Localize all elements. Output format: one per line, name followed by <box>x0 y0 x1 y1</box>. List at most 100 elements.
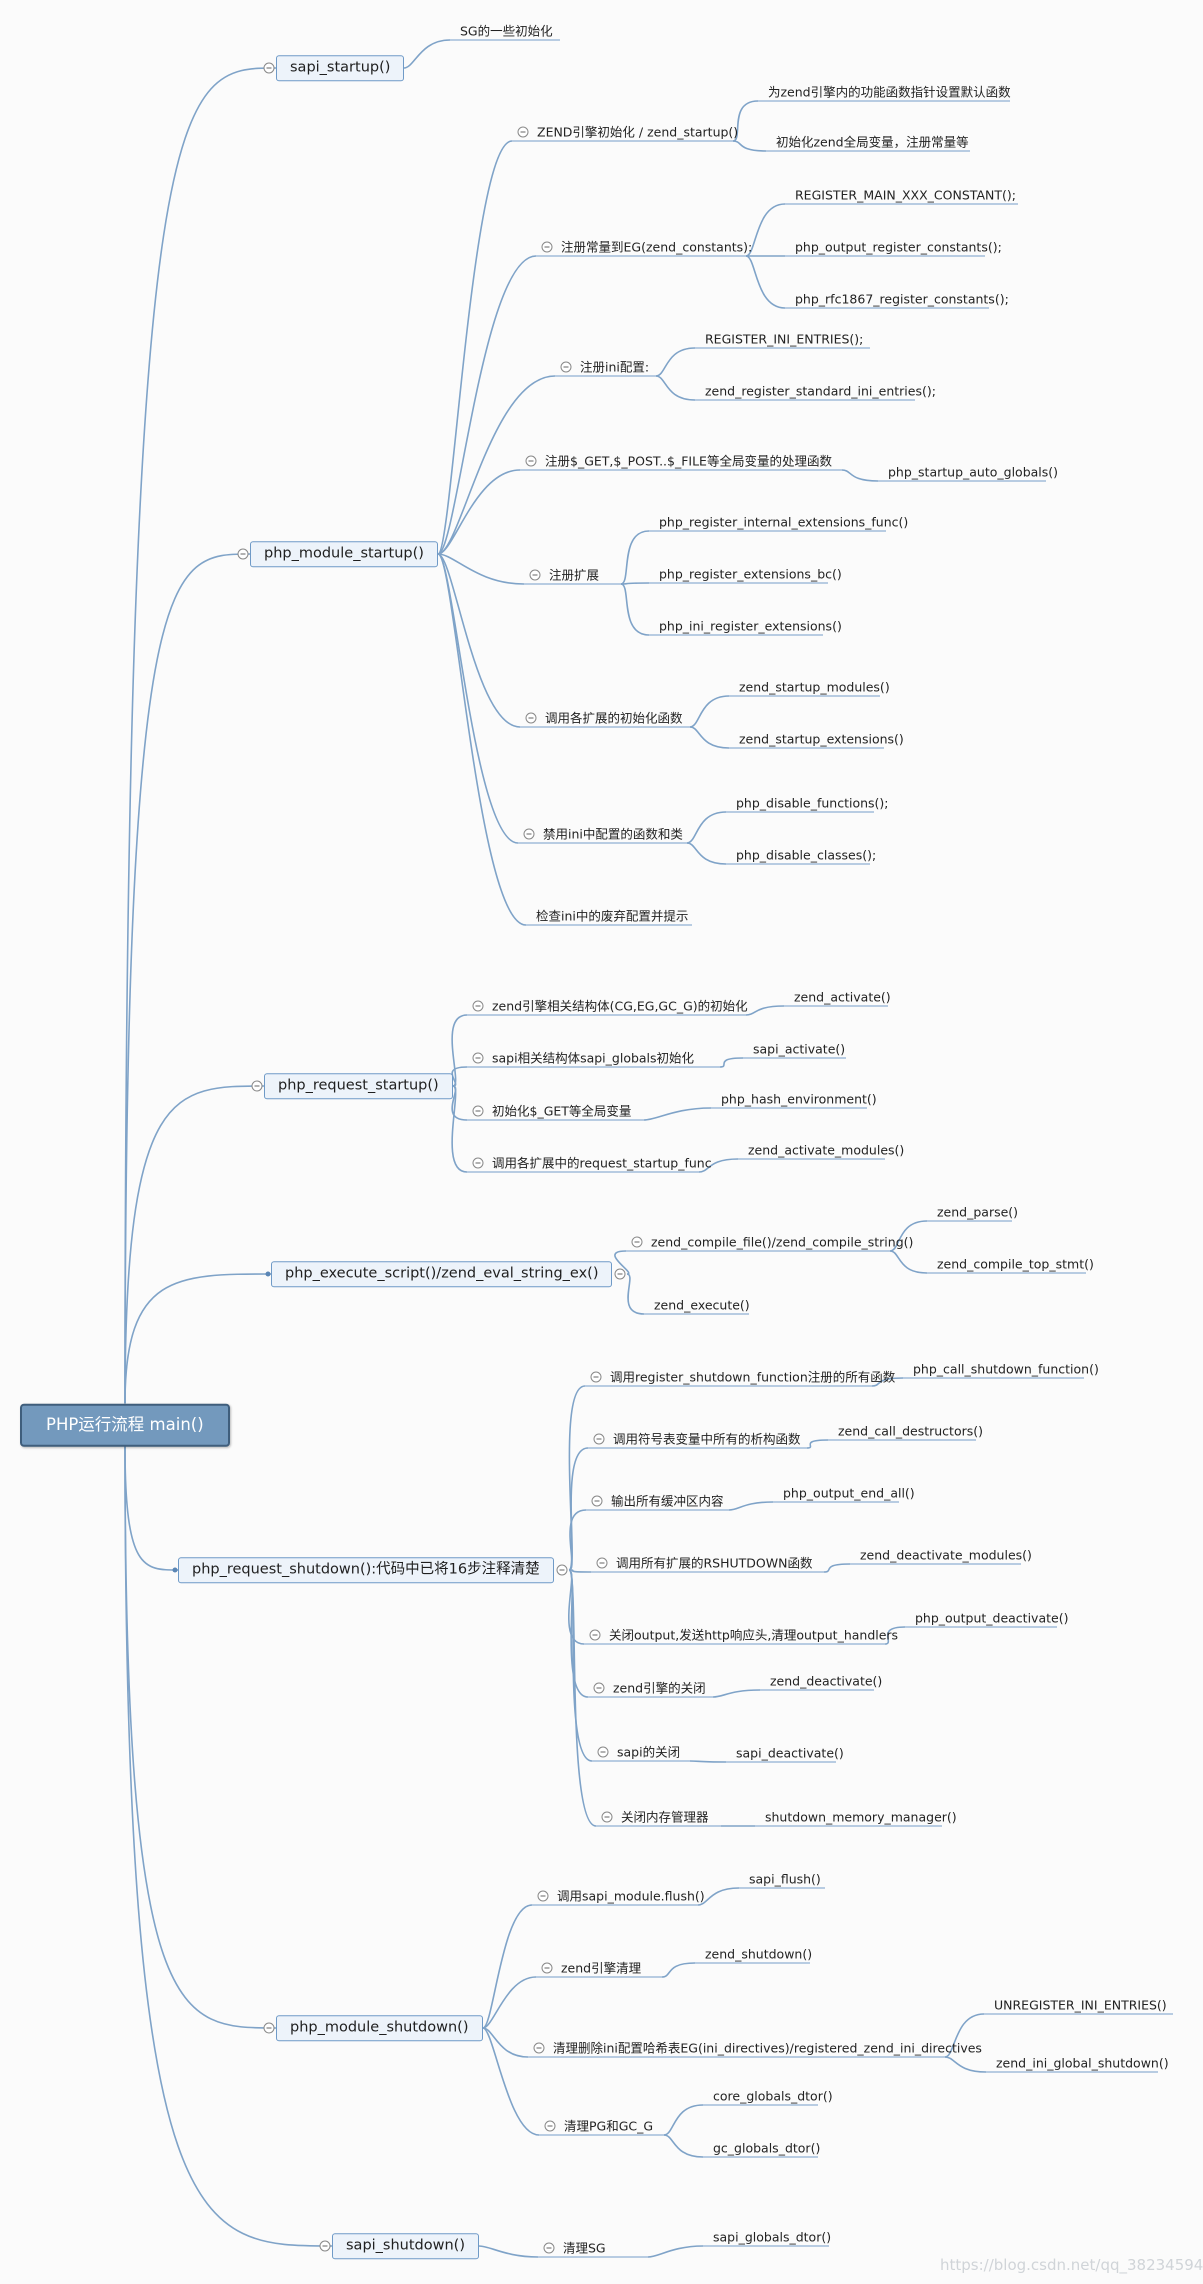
collapse-icon-2-1[interactable] <box>472 1052 484 1064</box>
leaf-4-6-0[interactable]: sapi_deactivate() <box>736 1745 844 1761</box>
collapse-icon-5[interactable] <box>263 2022 275 2034</box>
subtopic-5-3[interactable]: 清理PG和GC_G <box>564 2118 654 2134</box>
leaf-4-7-0[interactable]: shutdown_memory_manager() <box>765 1809 957 1825</box>
topic-3[interactable]: php_execute_script()/zend_eval_string_ex… <box>271 1261 613 1287</box>
collapse-icon-3[interactable] <box>614 1268 626 1280</box>
leaf-5-3-1[interactable]: gc_globals_dtor() <box>713 2140 821 2156</box>
collapse-icon-1-2[interactable] <box>560 361 572 373</box>
collapse-icon-6[interactable] <box>319 2240 331 2252</box>
leaf-5-2-0[interactable]: UNREGISTER_INI_ENTRIES() <box>994 1997 1167 2013</box>
leaf-4-5-0[interactable]: zend_deactivate() <box>770 1673 883 1689</box>
collapse-icon-4-4[interactable] <box>589 1629 601 1641</box>
collapse-icon-1-5[interactable] <box>525 712 537 724</box>
leaf-4-0-0[interactable]: php_call_shutdown_function() <box>913 1361 1099 1377</box>
collapse-icon-4-2[interactable] <box>591 1495 603 1507</box>
leaf-4-4-0[interactable]: php_output_deactivate() <box>915 1610 1069 1626</box>
subtopic-1-7[interactable]: 检查ini中的废弃配置并提示 <box>536 908 689 924</box>
leaf-2-3-0[interactable]: zend_activate_modules() <box>748 1142 905 1158</box>
root-topic[interactable]: PHP运行流程 main() <box>20 1403 230 1447</box>
leaf-1-3-0[interactable]: php_startup_auto_globals() <box>888 464 1059 480</box>
leaf-1-1-1[interactable]: php_output_register_constants(); <box>795 239 1002 255</box>
subtopic-4-6[interactable]: sapi的关闭 <box>617 1744 681 1760</box>
collapse-icon-5-1[interactable] <box>541 1962 553 1974</box>
collapse-icon-0[interactable] <box>263 62 275 74</box>
collapse-icon-5-3[interactable] <box>544 2120 556 2132</box>
collapse-icon-1-6[interactable] <box>523 828 535 840</box>
subtopic-5-2[interactable]: 清理删除ini配置哈希表EG(ini_directives)/registere… <box>553 2040 982 2056</box>
collapse-icon-2[interactable] <box>251 1080 263 1092</box>
subtopic-4-5[interactable]: zend引擎的关闭 <box>613 1680 706 1696</box>
leaf-3-0-1[interactable]: zend_compile_top_stmt() <box>937 1256 1094 1272</box>
subtopic-4-0[interactable]: 调用register_shutdown_function注册的所有函数 <box>610 1369 896 1385</box>
subtopic-4-4[interactable]: 关闭output,发送http响应头,清理output_handlers <box>609 1627 899 1643</box>
subtopic-1-3[interactable]: 注册$_GET,$_POST..$_FILE等全局变量的处理函数 <box>545 453 832 469</box>
leaf-2-0-0[interactable]: zend_activate() <box>794 989 891 1005</box>
collapse-icon-4[interactable] <box>556 1564 568 1576</box>
subtopic-4-1[interactable]: 调用符号表变量中所有的析构函数 <box>613 1431 801 1447</box>
topic-6[interactable]: sapi_shutdown() <box>332 2233 479 2259</box>
subtopic-1-5[interactable]: 调用各扩展的初始化函数 <box>545 710 683 726</box>
leaf-3-0-0[interactable]: zend_parse() <box>937 1204 1019 1220</box>
subtopic-1-0[interactable]: ZEND引擎初始化 / zend_startup() <box>537 124 739 140</box>
leaf-2-2-0[interactable]: php_hash_environment() <box>721 1091 877 1107</box>
collapse-icon-5-2[interactable] <box>533 2042 545 2054</box>
collapse-icon-2-3[interactable] <box>472 1157 484 1169</box>
collapse-icon-3-0[interactable] <box>631 1236 643 1248</box>
subtopic-2-2[interactable]: 初始化$_GET等全局变量 <box>492 1103 632 1119</box>
leaf-1-4-1[interactable]: php_register_extensions_bc() <box>659 566 842 582</box>
collapse-icon-5-0[interactable] <box>537 1890 549 1902</box>
topic-4[interactable]: php_request_shutdown():代码中已将16步注释清楚 <box>178 1557 554 1583</box>
leaf-1-1-0[interactable]: REGISTER_MAIN_XXX_CONSTANT(); <box>795 187 1016 203</box>
leaf-1-1-2[interactable]: php_rfc1867_register_constants(); <box>795 291 1009 307</box>
subtopic-0-0[interactable]: SG的一些初始化 <box>460 23 553 39</box>
collapse-icon-1-0[interactable] <box>517 126 529 138</box>
leaf-1-4-2[interactable]: php_ini_register_extensions() <box>659 618 842 634</box>
leaf-1-4-0[interactable]: php_register_internal_extensions_func() <box>659 514 909 530</box>
collapse-icon-4-5[interactable] <box>593 1682 605 1694</box>
subtopic-1-2[interactable]: 注册ini配置: <box>580 359 650 375</box>
subtopic-5-0[interactable]: 调用sapi_module.flush() <box>557 1888 705 1904</box>
subtopic-3-1[interactable]: zend_execute() <box>654 1297 750 1313</box>
collapse-icon-4-0[interactable] <box>590 1371 602 1383</box>
subtopic-3-0[interactable]: zend_compile_file()/zend_compile_string(… <box>651 1234 914 1250</box>
topic-1[interactable]: php_module_startup() <box>250 541 438 567</box>
collapse-icon-4-7[interactable] <box>601 1811 613 1823</box>
subtopic-4-7[interactable]: 关闭内存管理器 <box>621 1809 709 1825</box>
collapse-icon-4-3[interactable] <box>596 1557 608 1569</box>
leaf-5-0-0[interactable]: sapi_flush() <box>749 1871 821 1887</box>
collapse-icon-4-1[interactable] <box>593 1433 605 1445</box>
subtopic-1-6[interactable]: 禁用ini中配置的函数和类 <box>543 826 683 842</box>
subtopic-5-1[interactable]: zend引擎清理 <box>561 1960 642 1976</box>
collapse-icon-6-0[interactable] <box>543 2242 555 2254</box>
topic-5[interactable]: php_module_shutdown() <box>276 2015 483 2041</box>
subtopic-2-1[interactable]: sapi相关结构体sapi_globals初始化 <box>492 1050 695 1066</box>
collapse-icon-1[interactable] <box>237 548 249 560</box>
collapse-icon-1-3[interactable] <box>525 455 537 467</box>
leaf-5-1-0[interactable]: zend_shutdown() <box>705 1946 813 1962</box>
collapse-icon-1-4[interactable] <box>529 569 541 581</box>
leaf-1-2-0[interactable]: REGISTER_INI_ENTRIES(); <box>705 331 864 347</box>
leaf-5-3-0[interactable]: core_globals_dtor() <box>713 2088 833 2104</box>
collapse-icon-1-1[interactable] <box>541 241 553 253</box>
leaf-1-0-0[interactable]: 为zend引擎内的功能函数指针设置默认函数 <box>768 84 1011 100</box>
subtopic-1-1[interactable]: 注册常量到EG(zend_constants): <box>561 239 753 255</box>
leaf-6-0-0[interactable]: sapi_globals_dtor() <box>713 2229 832 2245</box>
leaf-4-1-0[interactable]: zend_call_destructors() <box>838 1423 984 1439</box>
leaf-1-5-0[interactable]: zend_startup_modules() <box>739 679 890 695</box>
subtopic-2-3[interactable]: 调用各扩展中的request_startup_func <box>492 1155 712 1171</box>
leaf-1-6-1[interactable]: php_disable_classes(); <box>736 847 877 863</box>
leaf-1-5-1[interactable]: zend_startup_extensions() <box>739 731 904 747</box>
collapse-icon-2-0[interactable] <box>472 1000 484 1012</box>
subtopic-2-0[interactable]: zend引擎相关结构体(CG,EG,GC_G)的初始化 <box>492 998 748 1014</box>
leaf-1-6-0[interactable]: php_disable_functions(); <box>736 795 889 811</box>
topic-2[interactable]: php_request_startup() <box>264 1073 453 1099</box>
leaf-1-0-1[interactable]: 初始化zend全局变量，注册常量等 <box>776 134 969 150</box>
collapse-icon-2-2[interactable] <box>472 1105 484 1117</box>
subtopic-4-2[interactable]: 输出所有缓冲区内容 <box>611 1493 724 1509</box>
leaf-1-2-1[interactable]: zend_register_standard_ini_entries(); <box>705 383 936 399</box>
topic-0[interactable]: sapi_startup() <box>276 55 405 81</box>
leaf-4-3-0[interactable]: zend_deactivate_modules() <box>860 1547 1032 1563</box>
leaf-4-2-0[interactable]: php_output_end_all() <box>783 1485 915 1501</box>
leaf-5-2-1[interactable]: zend_ini_global_shutdown() <box>996 2055 1169 2071</box>
leaf-2-1-0[interactable]: sapi_activate() <box>753 1041 846 1057</box>
